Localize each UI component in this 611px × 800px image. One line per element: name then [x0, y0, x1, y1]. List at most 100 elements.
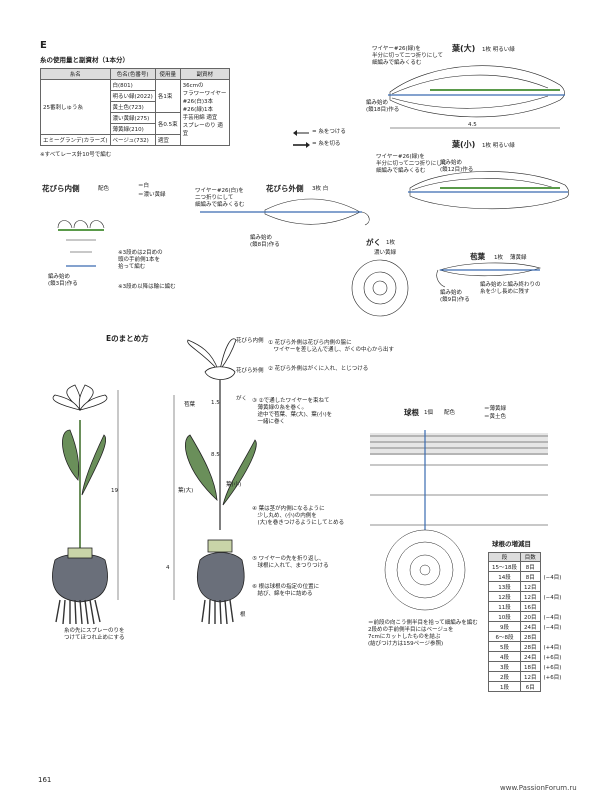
legend-cut-icon: [293, 142, 310, 148]
bulb-count: 1個: [424, 410, 433, 416]
calyx-title: がく: [366, 238, 381, 247]
change-cell: (+6目): [543, 654, 562, 661]
bulb-note: ＝前段の向こう側半目を拾って細編みを編む 2段めの手前側半目にはベージュを 7c…: [368, 620, 478, 647]
assembly-dim-stem: 8.5: [211, 452, 220, 458]
color-cell: 薄黄緑(210): [109, 123, 156, 135]
assembly-step: ③ ②で通したワイヤーを束ねて 薄黄緑の糸を巻く。 途中で苞葉、葉(大)、葉(小…: [252, 398, 333, 425]
bract-chart: [436, 262, 542, 288]
change-cell: (−4目): [543, 574, 562, 581]
materials-header-row: 糸名 色名(色番号) 使用量 副資材: [40, 68, 231, 80]
leaf-small-count: 1枚 明るい緑: [482, 143, 515, 149]
round-cell: 15〜18段: [488, 561, 521, 572]
stitch-count-cell: 8目: [520, 561, 541, 572]
leaf-small-start: 編み始め (鎖12目)作る: [440, 160, 474, 173]
materials-header: 使用量: [154, 68, 181, 80]
round-cell: 5段: [488, 641, 521, 652]
color-cell: 濃い黄緑(275): [109, 112, 156, 124]
bulb-color-label: 配色: [444, 410, 456, 416]
yarn-name-cell: エミーグランデ(カラーズ): [40, 134, 111, 146]
leaf-large-dim: 4.5: [468, 122, 477, 128]
assembly-note: 糸の先にスプレーのりを つけてほつれ止めにする: [64, 628, 125, 641]
assembly-step: ① 花びら外側は花びら内側の脇に ワイヤーを差し込んで通し、がくの中心から出す: [268, 340, 395, 353]
table-row: 25番刺しゅう糸 白(801) 各1束 36cmの フラワーワイヤー #26(白…: [40, 79, 231, 146]
assembly-label-bract: 苞葉: [184, 402, 196, 408]
stitch-count-cell: 20目: [520, 611, 541, 622]
page-number: 161: [38, 776, 52, 784]
supply-item: 手芸用綿 適宜: [182, 115, 218, 121]
amount-cell: 各1束: [154, 79, 181, 113]
round-cell: 1段: [488, 681, 521, 692]
materials-header: 糸名: [40, 68, 111, 80]
yarn-name-cell: 25番刺しゅう糸: [40, 79, 111, 135]
stitch-count-cell: 16目: [520, 601, 541, 612]
leaf-small-wire-note: ワイヤー#26(緑)を 半分に切って二つ折りにして 細編みで編みくるむ: [376, 154, 448, 174]
assembly-label-root: 根: [240, 612, 246, 618]
color-cell: 黄土色(723): [109, 101, 156, 113]
petal-inner-color-green: ＝濃い黄緑: [138, 192, 166, 198]
bract-title: 苞葉: [470, 252, 485, 261]
petal-outer-chart: [200, 198, 370, 226]
change-cell: (−4目): [543, 594, 562, 601]
petal-inner-title: 花びら内側: [42, 184, 80, 193]
assembly-title: Eのまとめ方: [106, 334, 149, 343]
assembly-label-petal-inner: 花びら内側: [236, 338, 264, 344]
change-cell: [540, 632, 565, 642]
petal-inner-color-white: ＝白: [138, 183, 150, 189]
materials-header: 色名(色番号): [109, 68, 156, 80]
change-cell: (+6目): [543, 664, 562, 671]
legend-attach-label: = 糸をつける: [312, 129, 346, 135]
leaf-large-chart: [388, 65, 565, 129]
assembly-label-petal-outer: 花びら外側: [236, 368, 264, 374]
petal-inner-start-note: 編み始め (鎖3目)作る: [48, 274, 78, 287]
table-row: エミーグランデ(カラーズ) ベージュ(732) 適宜: [40, 134, 230, 146]
assembly-step: ④ 葉は茎が内側になるように 少し丸め、(小)の内側を (大)を巻きつけるように…: [252, 506, 345, 526]
round-cell: 10段: [488, 611, 521, 622]
change-cell: [540, 682, 565, 692]
assembly-dim-total: 19: [111, 488, 118, 494]
round-cell: 4段: [488, 651, 521, 662]
assembly-label-leaf-large: 葉(大): [178, 488, 194, 494]
bulb-title: 球根: [404, 408, 419, 417]
petal-outer-title: 花びら外側: [266, 184, 304, 193]
stitch-count-cell: 12目: [520, 591, 541, 602]
assembly-dim-bulb: 4: [166, 565, 170, 571]
increase-header-row: 段 目数: [488, 552, 565, 562]
round-cell: 11段: [488, 601, 521, 612]
stitch-count-cell: 28目: [520, 631, 541, 642]
petal-inner-chart: [57, 220, 105, 267]
round-cell: 3段: [488, 661, 521, 672]
increase-header: 段: [488, 552, 521, 562]
leaf-large-start: 編み始め (鎖18目)作る: [366, 100, 400, 113]
stitch-count-cell: 24目: [520, 651, 541, 662]
assembly-dim-small: 1.5: [211, 400, 220, 406]
bulb-color-ochre: ＝黄土色: [484, 414, 507, 420]
leaf-small-title: 葉(小): [452, 140, 476, 149]
change-cell: (+6目): [543, 674, 562, 681]
bract-color: 薄黄緑: [510, 255, 527, 261]
color-cell: 白(801): [109, 79, 156, 91]
bulb-chart: [370, 430, 548, 611]
change-cell: [540, 582, 565, 592]
change-cell: (−4目): [543, 624, 562, 631]
petal-inner-note1: ※3段めは2目めの 頭の手前側1本を 拾って編む: [118, 250, 163, 270]
calyx-color: 濃い黄緑: [374, 250, 397, 256]
stitch-count-cell: 24目: [520, 621, 541, 632]
bulb-color-green: ＝薄黄緑: [484, 406, 507, 412]
supplies-cell: 36cmの フラワーワイヤー #26(白)3本 #26(緑)1本 手芸用綿 適宜…: [179, 79, 231, 146]
section-label: E: [40, 40, 47, 51]
amount-cell: 各0.5束: [154, 112, 181, 135]
increase-header: 目数: [520, 552, 541, 562]
leaf-large-title: 葉(大): [452, 44, 476, 53]
leaf-large-wire-note: ワイヤー#26(緑)を 半分に切って二つ折りにして 細編みで編みくるむ: [372, 46, 444, 66]
materials-title: 糸の使用量と副資材（1本分）: [40, 56, 130, 64]
